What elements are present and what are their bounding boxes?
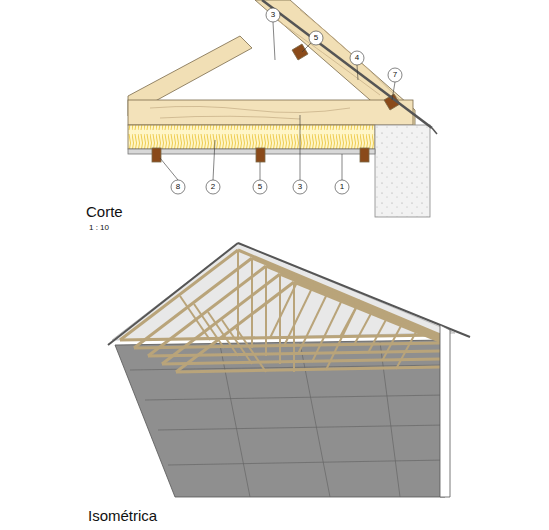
callout-number: 1 <box>340 183 344 191</box>
callout-number: 2 <box>211 183 215 191</box>
view-title: Corte <box>86 204 123 219</box>
callout-number: 3 <box>298 183 302 191</box>
scale-label: 1 : 10 <box>89 224 109 232</box>
callout-number: 4 <box>355 54 359 62</box>
callout-number: 5 <box>314 34 318 42</box>
view-title: Isométrica <box>88 508 157 523</box>
callout-number: 5 <box>258 183 262 191</box>
callout-number: 3 <box>271 11 275 19</box>
callout-number: 7 <box>393 71 397 79</box>
callout-number: 8 <box>176 183 180 191</box>
